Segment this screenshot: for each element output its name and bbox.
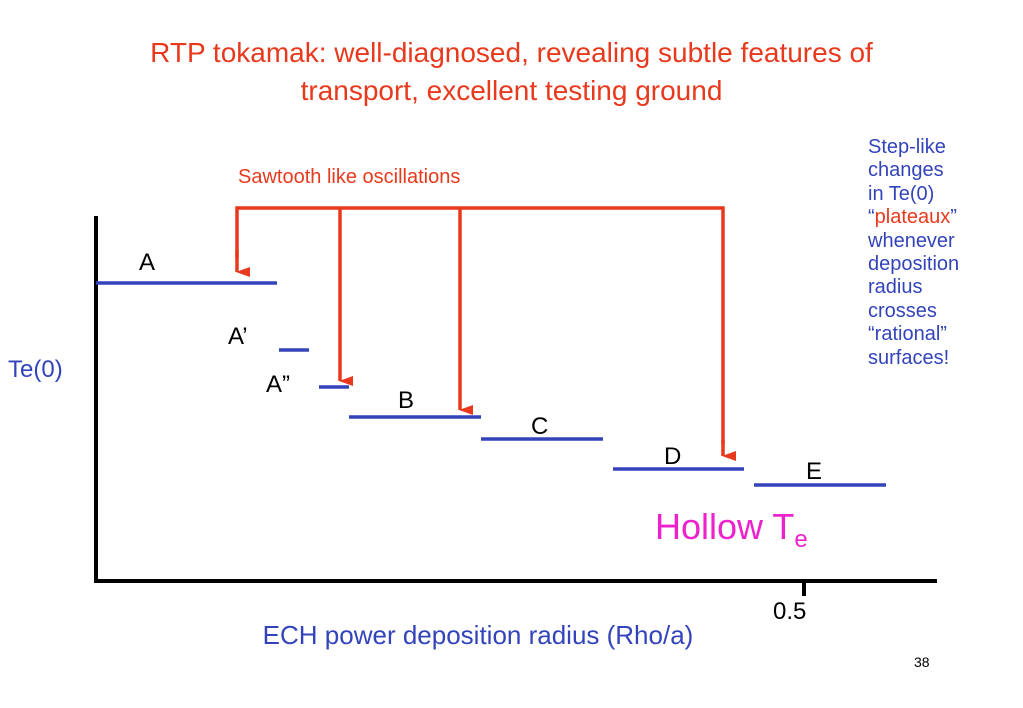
- side-note: Step-like changes in Te(0) “plateaux” wh…: [868, 136, 1018, 370]
- x-axis-label: ECH power deposition radius (Rho/a): [262, 620, 694, 650]
- sawtooth-label: Sawtooth like oscillations: [238, 166, 461, 188]
- level-label-a-prime: A’: [228, 323, 248, 350]
- title-line-1: RTP tokamak: well-diagnosed, revealing s…: [150, 37, 873, 68]
- hollow-subscript: e: [794, 526, 808, 553]
- level-label-c: C: [531, 413, 549, 440]
- level-label-e: E: [806, 458, 823, 485]
- hollow-te-label: Hollow Te: [655, 506, 808, 554]
- quote-close: ”: [950, 206, 957, 229]
- side-note-line: surfaces!: [868, 346, 950, 369]
- side-note-line: changes: [868, 159, 944, 182]
- plateaux-word: plateaux: [874, 206, 951, 229]
- sawtooth-bracket: [235, 206, 725, 444]
- side-note-line: in Te(0): [868, 182, 935, 205]
- side-note-plateaux-line: “plateaux”: [868, 206, 1018, 229]
- title-line-2: transport, excellent testing ground: [300, 75, 723, 106]
- quote-open: “: [868, 206, 875, 229]
- slide-title: RTP tokamak: well-diagnosed, revealing s…: [0, 34, 1023, 110]
- y-axis-label: Te(0): [8, 356, 63, 383]
- level-label-a: A: [139, 249, 156, 276]
- side-note-line: Step-like: [868, 136, 946, 158]
- level-label-b: B: [398, 387, 415, 414]
- x-tick-label: 0.5: [773, 598, 807, 625]
- side-note-line: “rational”: [868, 323, 947, 346]
- page-number: 38: [914, 654, 930, 670]
- level-label-a-double-prime: A”: [266, 371, 290, 398]
- hollow-main: Hollow T: [655, 506, 795, 547]
- side-note-line: crosses: [868, 299, 937, 322]
- side-note-line: radius: [868, 276, 923, 299]
- side-note-line: deposition: [868, 253, 960, 276]
- side-note-line: whenever: [868, 229, 955, 252]
- level-label-d: D: [664, 443, 682, 470]
